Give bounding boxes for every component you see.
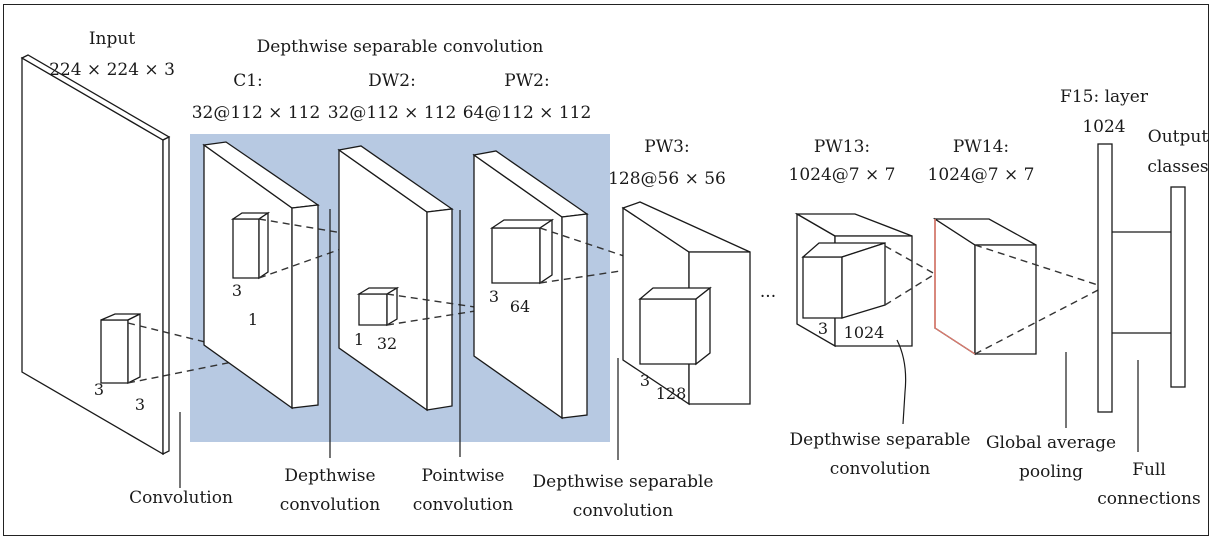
dw2-dims: 32@112 × 112	[328, 103, 457, 123]
diagram-frame	[3, 4, 1209, 536]
c1-kernel	[230, 211, 271, 280]
full-connection-lines	[1112, 231, 1171, 334]
pw13-kernel	[801, 242, 886, 319]
depthwise-label-2: convolution	[280, 495, 380, 515]
pw3-label: PW3:	[644, 137, 689, 157]
dw2-kernel-label-2: 32	[377, 334, 397, 353]
input-kernel-label-2: 3	[135, 395, 145, 414]
pw13-kernel-label-1: 3	[818, 319, 828, 338]
pw2-label: PW2:	[504, 71, 549, 91]
pw13-dims: 1024@7 × 7	[789, 165, 896, 185]
dws2-label-2: convolution	[830, 459, 930, 479]
c1-dims: 32@112 × 112	[192, 103, 321, 123]
f15-layer-bar	[1097, 143, 1113, 413]
fc-label-2: connections	[1097, 489, 1200, 509]
pw3-dims: 128@56 × 56	[608, 169, 726, 189]
pw2-kernel	[489, 218, 555, 285]
pointwise-label-1: Pointwise	[422, 466, 505, 486]
pw3-kernel-label-1: 3	[640, 371, 650, 390]
input-dims: 224 × 224 × 3	[49, 60, 175, 80]
dw2-kernel	[356, 286, 400, 327]
c1-kernel-label-1: 3	[232, 281, 242, 300]
output-label-2: classes	[1147, 157, 1208, 177]
output-label-1: Output	[1148, 127, 1209, 147]
pw2-kernel-label-2: 64	[510, 297, 530, 316]
dw2-label: DW2:	[368, 71, 416, 91]
convolution-label: Convolution	[129, 488, 233, 508]
pw3-kernel-label-2: 128	[656, 384, 687, 403]
ellipsis: ···	[760, 287, 776, 307]
f15-label: F15: layer	[1060, 87, 1149, 107]
pw14-block	[932, 217, 1037, 356]
c1-kernel-label-2: 1	[248, 310, 258, 329]
gap-label-2: pooling	[1019, 462, 1083, 482]
input-kernel-label-1: 3	[94, 380, 104, 399]
depthwise-label-1: Depthwise	[284, 466, 375, 486]
pw13-label: PW13:	[814, 137, 870, 157]
pw3-kernel	[638, 286, 712, 366]
dw2-kernel-label-1: 1	[354, 330, 364, 349]
pw13-projection	[884, 245, 936, 306]
pw2-kernel-label-1: 3	[489, 287, 499, 306]
diagram-title: Depthwise separable convolution	[257, 37, 544, 57]
pointer-dws2	[896, 339, 907, 425]
pointwise-label-2: convolution	[413, 495, 513, 515]
dw2-projection	[386, 293, 489, 326]
dw2-block	[337, 145, 454, 412]
fc-label-1: Full	[1132, 460, 1166, 480]
input-label: Input	[89, 29, 135, 49]
f15-dims: 1024	[1082, 117, 1125, 137]
dws1-label-2: convolution	[573, 501, 673, 521]
pw2-dims: 64@112 × 112	[463, 103, 592, 123]
gap-label-1: Global average	[986, 433, 1116, 453]
pw14-projection	[974, 244, 1105, 355]
c1-label: C1:	[233, 71, 263, 91]
pw13-kernel-label-2: 1024	[844, 323, 885, 342]
output-layer-bar	[1170, 186, 1186, 388]
pw14-label: PW14:	[953, 137, 1009, 157]
dws2-label-1: Depthwise separable	[790, 430, 971, 450]
dws1-label-1: Depthwise separable	[533, 472, 714, 492]
pw14-dims: 1024@7 × 7	[928, 165, 1035, 185]
